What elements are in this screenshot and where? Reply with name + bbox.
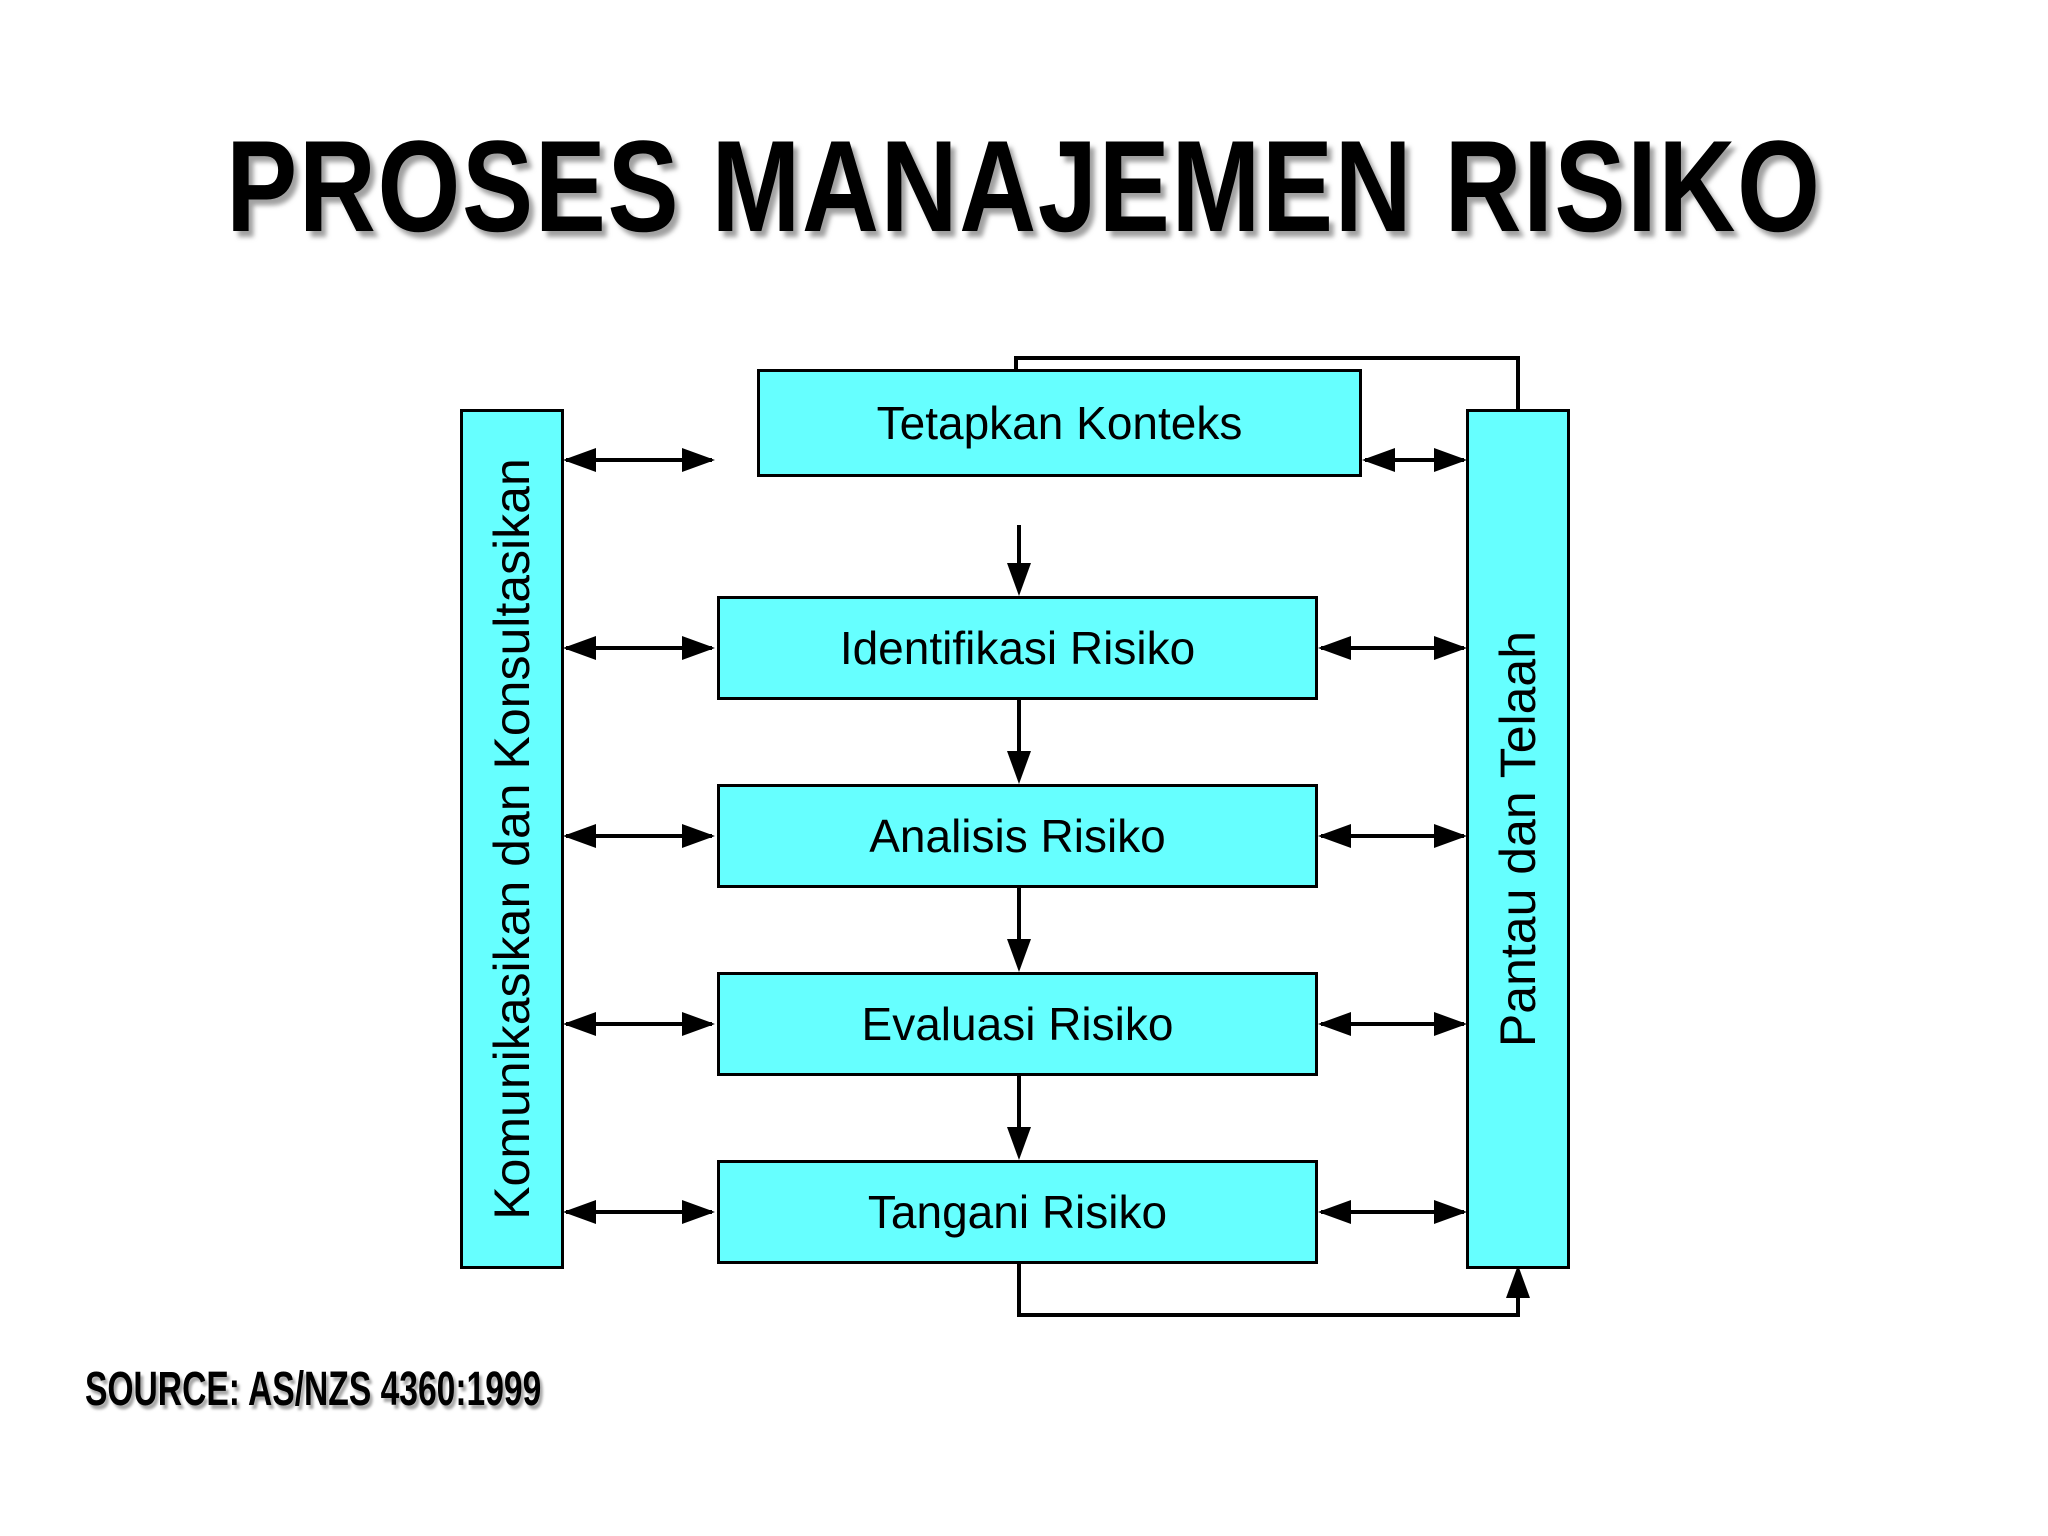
arrow-left-icon bbox=[1318, 1012, 1351, 1036]
connector-right-row-3 bbox=[1318, 824, 1467, 848]
connector-left-row-5 bbox=[563, 1200, 715, 1224]
feedback-bottom-connector bbox=[1017, 1264, 1530, 1317]
arrow-left-icon bbox=[1362, 448, 1395, 472]
arrow-down-icon bbox=[1007, 1127, 1031, 1160]
node-label: Tangani Risiko bbox=[867, 1186, 1168, 1238]
source-caption: SOURCE: AS/NZS 4360:1999 bbox=[85, 1362, 737, 1417]
node-identifikasi-risiko: Identifikasi Risiko bbox=[717, 596, 1318, 700]
node-evaluasi-risiko: Evaluasi Risiko bbox=[717, 972, 1318, 1076]
arrow-left-icon bbox=[1318, 1200, 1351, 1224]
source-caption-text: SOURCE: AS/NZS 4360:1999 bbox=[85, 1363, 542, 1416]
node-label: Analisis Risiko bbox=[869, 810, 1166, 862]
node-pantau-dan-telaah: Pantau dan Telaah bbox=[1466, 409, 1570, 1269]
arrow-right-icon bbox=[682, 1200, 715, 1224]
arrow-left-icon bbox=[1318, 636, 1351, 660]
node-label: Pantau dan Telaah bbox=[1490, 630, 1546, 1048]
node-tetapkan-konteks: Tetapkan Konteks bbox=[757, 369, 1362, 477]
arrow-left-icon bbox=[563, 1012, 596, 1036]
flow-arrow-identifikasi-analisis bbox=[1007, 700, 1031, 784]
arrow-right-icon bbox=[1434, 824, 1467, 848]
node-label: Evaluasi Risiko bbox=[861, 998, 1174, 1050]
connector-left-row-4 bbox=[563, 1012, 715, 1036]
arrow-left-icon bbox=[563, 824, 596, 848]
node-label: Identifikasi Risiko bbox=[839, 622, 1196, 674]
arrow-down-icon bbox=[1007, 939, 1031, 972]
node-label: Tetapkan Konteks bbox=[876, 397, 1243, 449]
arrow-left-icon bbox=[563, 1200, 596, 1224]
connector-right-row-4 bbox=[1318, 1012, 1467, 1036]
node-label: Komunikasikan dan Konsultasikan bbox=[484, 458, 541, 1220]
flow-arrow-analisis-evaluasi bbox=[1007, 888, 1031, 972]
arrow-right-icon bbox=[1434, 1012, 1467, 1036]
connector-right-row-1 bbox=[1362, 448, 1467, 472]
connector-left-row-2 bbox=[563, 636, 715, 660]
connector-right-row-5 bbox=[1318, 1200, 1467, 1224]
arrow-right-icon bbox=[1434, 636, 1467, 660]
arrow-left-icon bbox=[1318, 824, 1351, 848]
arrow-right-icon bbox=[682, 824, 715, 848]
arrow-down-icon bbox=[1007, 751, 1031, 784]
page-title: PROSES MANAJEMEN RISIKO bbox=[0, 112, 2048, 262]
arrow-right-icon bbox=[1434, 448, 1467, 472]
arrow-right-icon bbox=[682, 448, 715, 472]
page-title-text: PROSES MANAJEMEN RISIKO bbox=[226, 113, 1822, 259]
connector-right-row-2 bbox=[1318, 636, 1467, 660]
arrow-left-icon bbox=[563, 448, 596, 472]
flow-arrow-evaluasi-tangani bbox=[1007, 1076, 1031, 1160]
node-analisis-risiko: Analisis Risiko bbox=[717, 784, 1318, 888]
arrow-right-icon bbox=[682, 636, 715, 660]
arrow-left-icon bbox=[563, 636, 596, 660]
arrow-right-icon bbox=[682, 1012, 715, 1036]
arrow-down-icon bbox=[1007, 563, 1031, 596]
connector-left-row-3 bbox=[563, 824, 715, 848]
arrow-up-icon bbox=[1506, 1265, 1530, 1298]
node-komunikasikan-dan-konsultasikan: Komunikasikan dan Konsultasikan bbox=[460, 409, 564, 1269]
arrow-right-icon bbox=[1434, 1200, 1467, 1224]
node-tangani-risiko: Tangani Risiko bbox=[717, 1160, 1318, 1264]
connector-left-row-1 bbox=[563, 448, 715, 472]
flow-arrow-konteks-identifikasi bbox=[1007, 525, 1031, 596]
